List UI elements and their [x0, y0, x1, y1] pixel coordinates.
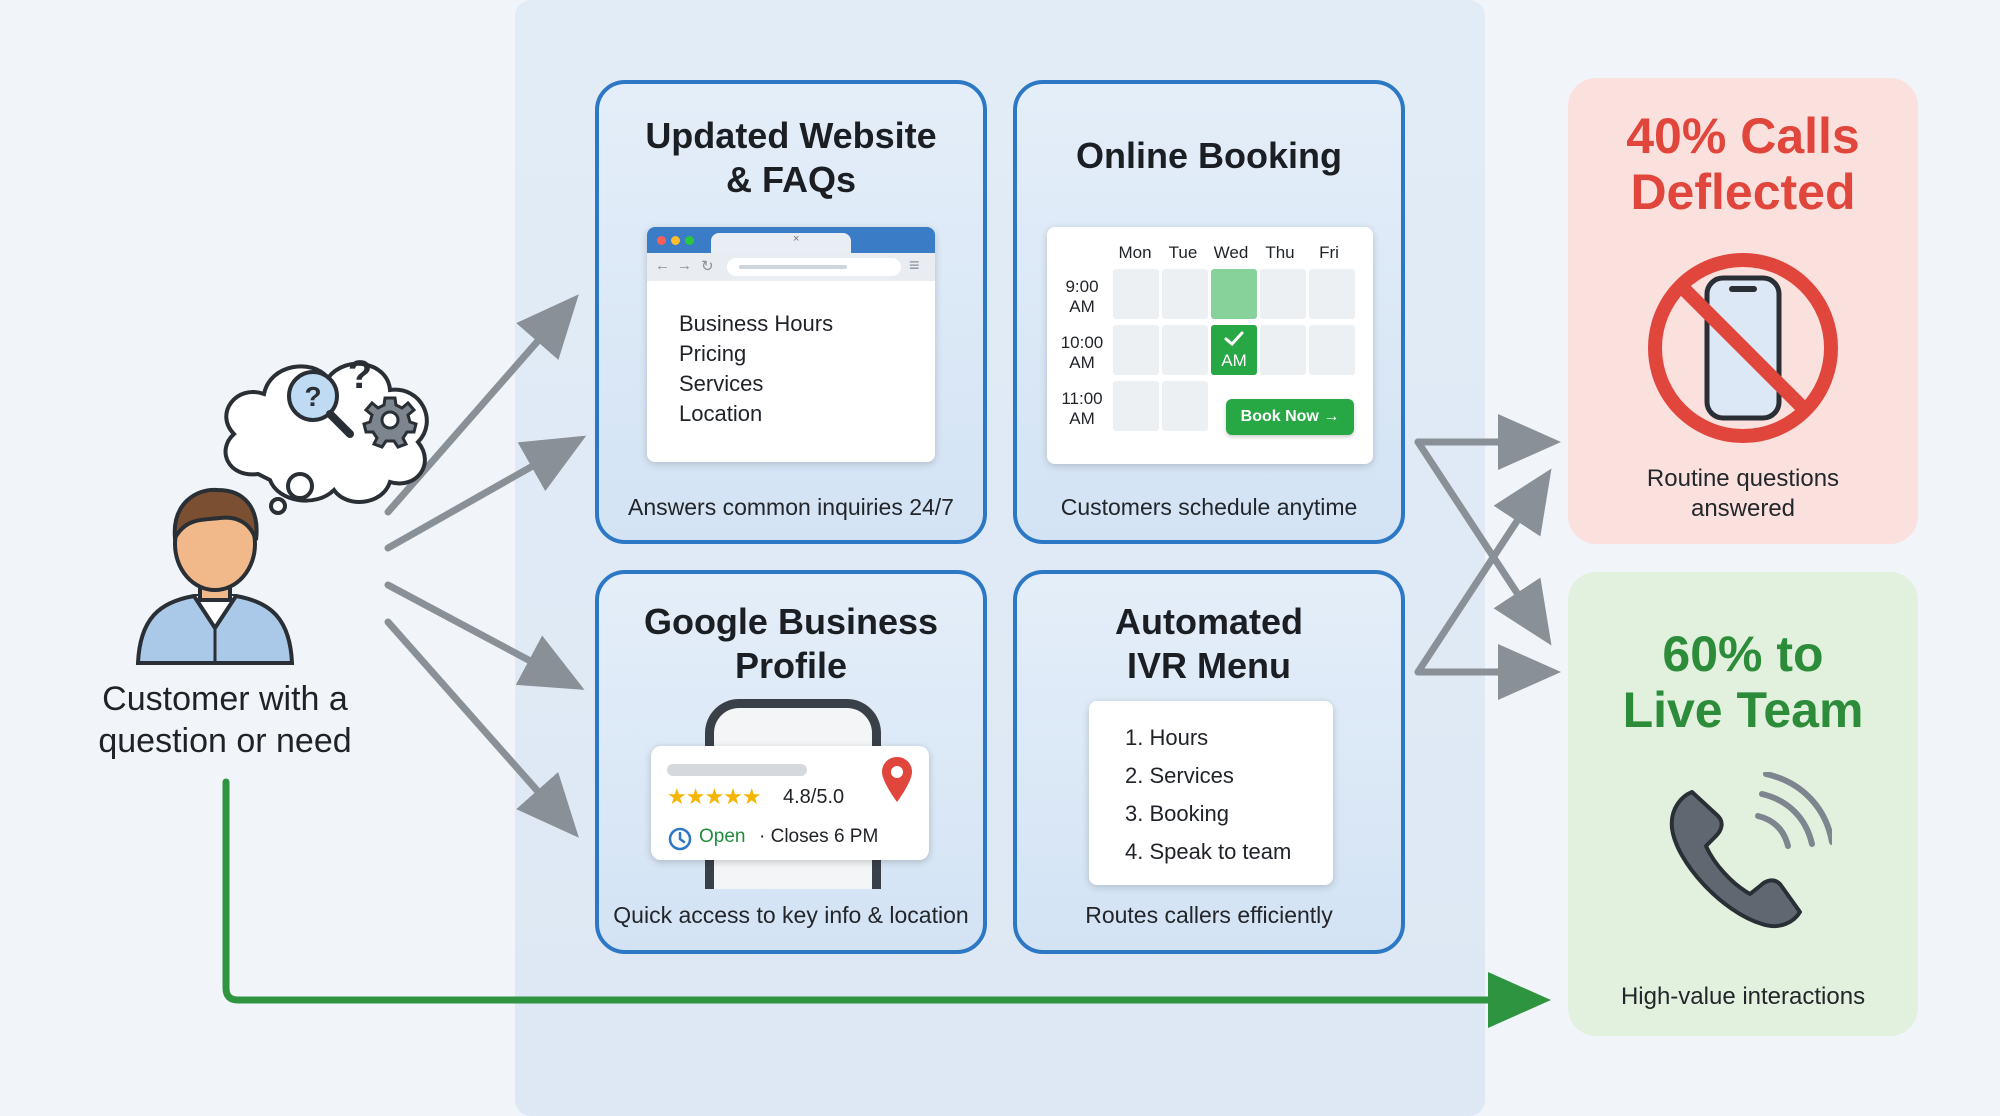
map-pin-icon [882, 757, 912, 802]
thought-bubble-icon [223, 361, 429, 515]
calendar-mock: Mon Tue Wed Thu Fri 9:00 AM 10:00 AM 11:… [1047, 227, 1373, 464]
google-listing-card: ★★★★★ 4.8/5.0 Open · Closes 6 PM [651, 746, 929, 860]
question-magnifier-icon: ? [287, 370, 354, 438]
calendar-day: Thu [1265, 243, 1295, 262]
closing-time: · Closes 6 PM [759, 826, 879, 847]
rating-value: 4.8/5.0 [783, 786, 845, 808]
no-phone-icon [1648, 253, 1838, 443]
close-icon: × [793, 233, 800, 245]
browser-tab [711, 233, 851, 253]
card-caption: Answers common inquiries 24/7 [628, 494, 954, 520]
browser-mock: × ← → ↻ ≡ Business Hours Pricing Service… [647, 227, 935, 462]
back-icon: ← [655, 257, 670, 274]
arrow-to-google [384, 581, 585, 690]
arrow-booking-to-live [1414, 438, 1552, 646]
book-now-button[interactable]: Book Now → [1226, 399, 1354, 435]
card-automated-ivr: Automated IVR Menu 1. Hours 2. Services … [1013, 570, 1405, 954]
card-caption: Customers schedule anytime [1060, 494, 1358, 520]
ivr-option: 1. Hours [1125, 725, 1209, 750]
rating-stars: ★★★★★ [667, 784, 762, 809]
calendar-slot[interactable] [1113, 325, 1159, 375]
calendar-day: Fri [1319, 243, 1339, 262]
outcome-caption: Routine questions answered [1646, 465, 1840, 522]
gear-icon [362, 396, 418, 449]
arrow-to-website-2 [384, 435, 587, 552]
person-avatar-icon [135, 487, 295, 665]
card-updated-website: Updated Website & FAQs × ← → ↻ ≡ Busines… [595, 80, 987, 544]
ivr-option: 3. Booking [1125, 801, 1229, 826]
clock-icon [668, 827, 692, 851]
card-title: Online Booking [1076, 135, 1342, 176]
url-field [727, 258, 901, 276]
checkmark-icon [1224, 331, 1244, 347]
calendar-day: Wed [1213, 243, 1249, 262]
calendar-time: 11:00 AM [1061, 389, 1103, 428]
card-title: Google Business Profile [643, 601, 939, 686]
outcome-caption: High-value interactions [1620, 983, 1866, 1010]
reload-icon: ↻ [701, 258, 714, 275]
calendar-day: Tue [1168, 243, 1198, 262]
outcome-live-team: 60% to Live Team High-value interactions [1568, 572, 1918, 1036]
calendar-slot[interactable] [1113, 269, 1159, 319]
card-online-booking: Online Booking Mon Tue Wed Thu Fri 9:00 … [1013, 80, 1405, 544]
customer-figure: ? ? [120, 318, 460, 673]
calendar-time: 10:00 AM [1060, 333, 1104, 372]
ivr-option: 2. Services [1125, 763, 1234, 788]
calendar-slot[interactable] [1162, 381, 1208, 431]
menu-icon: ≡ [909, 255, 920, 275]
arrow-customer-to-live-team [222, 778, 1551, 1028]
list-item: Business Hours [679, 311, 834, 336]
card-title: Automated IVR Menu [1115, 601, 1303, 686]
forward-icon: → [677, 257, 692, 274]
card-google-business-profile: Google Business Profile ★★★★★ 4.8/5.0 Op… [595, 570, 987, 954]
card-caption: Routes callers efficiently [1085, 902, 1333, 928]
question-mark-icon: ? [348, 353, 372, 397]
calendar-slot[interactable] [1309, 269, 1355, 319]
calendar-slot[interactable] [1162, 325, 1208, 375]
outcome-title: 40% Calls Deflected [1626, 108, 1860, 220]
faq-list: Business Hours Pricing Services Location [679, 309, 833, 429]
browser-tab-bar: × [647, 227, 935, 253]
ivr-options: 1. Hours 2. Services 3. Booking 4. Speak… [1125, 719, 1291, 871]
list-item: Services [679, 371, 764, 396]
arrow-ivr-to-deflected [1414, 468, 1552, 676]
outcome-title: 60% to Live Team [1622, 626, 1864, 738]
customer-label: Customer with a question or need [98, 680, 352, 760]
ivr-menu-mock: 1. Hours 2. Services 3. Booking 4. Speak… [1089, 701, 1333, 885]
listing-name-placeholder [667, 764, 807, 776]
outcome-calls-deflected: 40% Calls Deflected Routine questions an… [1568, 78, 1918, 544]
calendar-day: Mon [1118, 243, 1152, 262]
svg-text:?: ? [304, 381, 321, 412]
calendar-slot[interactable] [1113, 381, 1159, 431]
open-status: Open [699, 826, 746, 847]
arrow-to-google-2 [384, 618, 579, 838]
card-title: Updated Website & FAQs [645, 115, 937, 200]
calendar-time: 9:00 AM [1065, 277, 1099, 316]
ivr-option: 4. Speak to team [1125, 839, 1292, 864]
svg-text:?: ? [348, 353, 372, 397]
list-item: Location [679, 401, 763, 426]
booked-slot-label: AM [1221, 351, 1247, 370]
calendar-slot[interactable] [1260, 325, 1306, 375]
calendar-slot-booked[interactable]: AM [1211, 325, 1257, 375]
calendar-slot-highlighted[interactable] [1211, 269, 1257, 319]
browser-address-bar: ← → ↻ ≡ [647, 253, 935, 281]
calendar-slot[interactable] [1260, 269, 1306, 319]
card-caption: Quick access to key info & location [613, 902, 969, 928]
list-item: Pricing [679, 341, 747, 366]
calendar-slot[interactable] [1309, 325, 1355, 375]
calendar-slot[interactable] [1162, 269, 1208, 319]
phone-handset-icon [1669, 772, 1832, 929]
